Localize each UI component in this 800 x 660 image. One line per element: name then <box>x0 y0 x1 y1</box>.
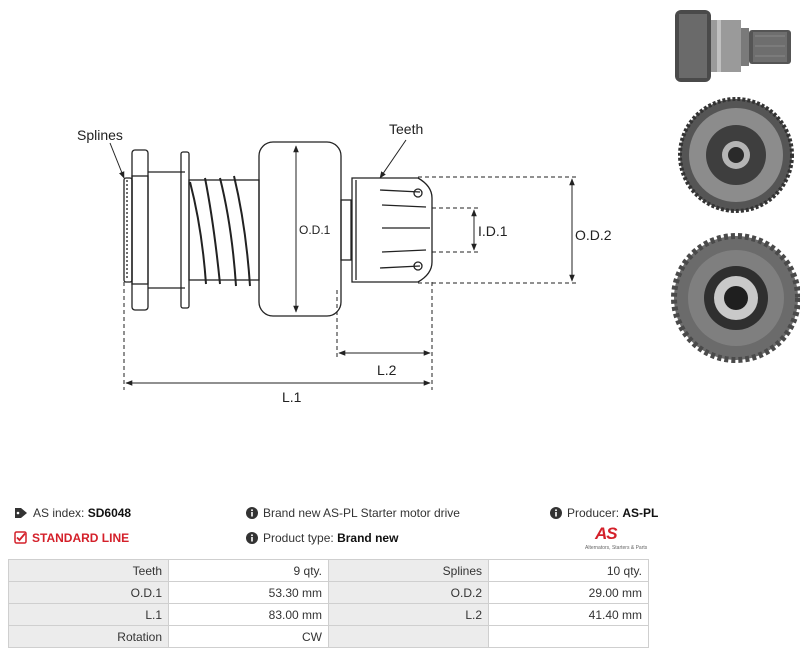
label-l1: L.1 <box>282 389 302 405</box>
specs-table: Teeth 9 qty. Splines 10 qty. O.D.1 53.30… <box>8 559 649 648</box>
info-icon <box>550 507 562 519</box>
table-row: O.D.1 53.30 mm O.D.2 29.00 mm <box>8 581 649 604</box>
label-id1: I.D.1 <box>478 223 508 239</box>
label-od2: O.D.2 <box>575 227 612 243</box>
as-index-value: SD6048 <box>87 506 132 520</box>
info-icon <box>246 507 258 519</box>
spec-value: 83.00 mm <box>168 603 329 626</box>
info-icon <box>246 532 258 544</box>
spec-value: 10 qty. <box>488 559 649 582</box>
tag-icon <box>15 508 27 518</box>
photo-end-view <box>678 97 794 213</box>
spec-key: L.2 <box>328 603 489 626</box>
spec-key: Rotation <box>8 625 169 648</box>
spec-value: 53.30 mm <box>168 581 329 604</box>
spec-value <box>488 625 649 648</box>
label-teeth: Teeth <box>389 121 423 137</box>
table-row: Rotation CW <box>8 625 649 648</box>
producer-value: AS-PL <box>622 506 659 520</box>
producer: Producer: AS-PL <box>550 506 658 520</box>
description: Brand new AS-PL Starter motor drive <box>246 506 460 520</box>
photo-back-view <box>671 233 800 363</box>
label-l2: L.2 <box>377 362 397 378</box>
spline-end <box>123 177 133 283</box>
product-type: Product type: Brand new <box>246 531 398 545</box>
spec-value: 41.40 mm <box>488 603 649 626</box>
product-photos <box>671 10 800 363</box>
collar <box>180 151 190 309</box>
label-od1: O.D.1 <box>299 223 331 237</box>
technical-drawing: Splines Teeth O.D.1 I.D.1 O.D.2 L.2 L.1 <box>77 121 612 405</box>
spec-key: Teeth <box>8 559 169 582</box>
spec-value: 29.00 mm <box>488 581 649 604</box>
pinion <box>351 177 433 283</box>
spec-key: O.D.1 <box>8 581 169 604</box>
table-row: Teeth 9 qty. Splines 10 qty. <box>8 559 649 582</box>
spec-key: L.1 <box>8 603 169 626</box>
label-splines: Splines <box>77 127 123 143</box>
standard-line: STANDARD LINE <box>14 531 129 545</box>
as-index: AS index: SD6048 <box>14 506 131 520</box>
photo-side-view <box>675 10 791 82</box>
flange <box>131 149 149 311</box>
checkbox-icon <box>14 531 27 544</box>
spec-key: O.D.2 <box>328 581 489 604</box>
spec-value: 9 qty. <box>168 559 329 582</box>
spec-key <box>328 625 489 648</box>
spec-key: Splines <box>328 559 489 582</box>
product-type-value: Brand new <box>337 531 399 545</box>
spec-value: CW <box>168 625 329 648</box>
as-pl-logo: AS Alternators, Starters & Parts <box>585 524 648 551</box>
table-row: L.1 83.00 mm L.2 41.40 mm <box>8 603 649 626</box>
